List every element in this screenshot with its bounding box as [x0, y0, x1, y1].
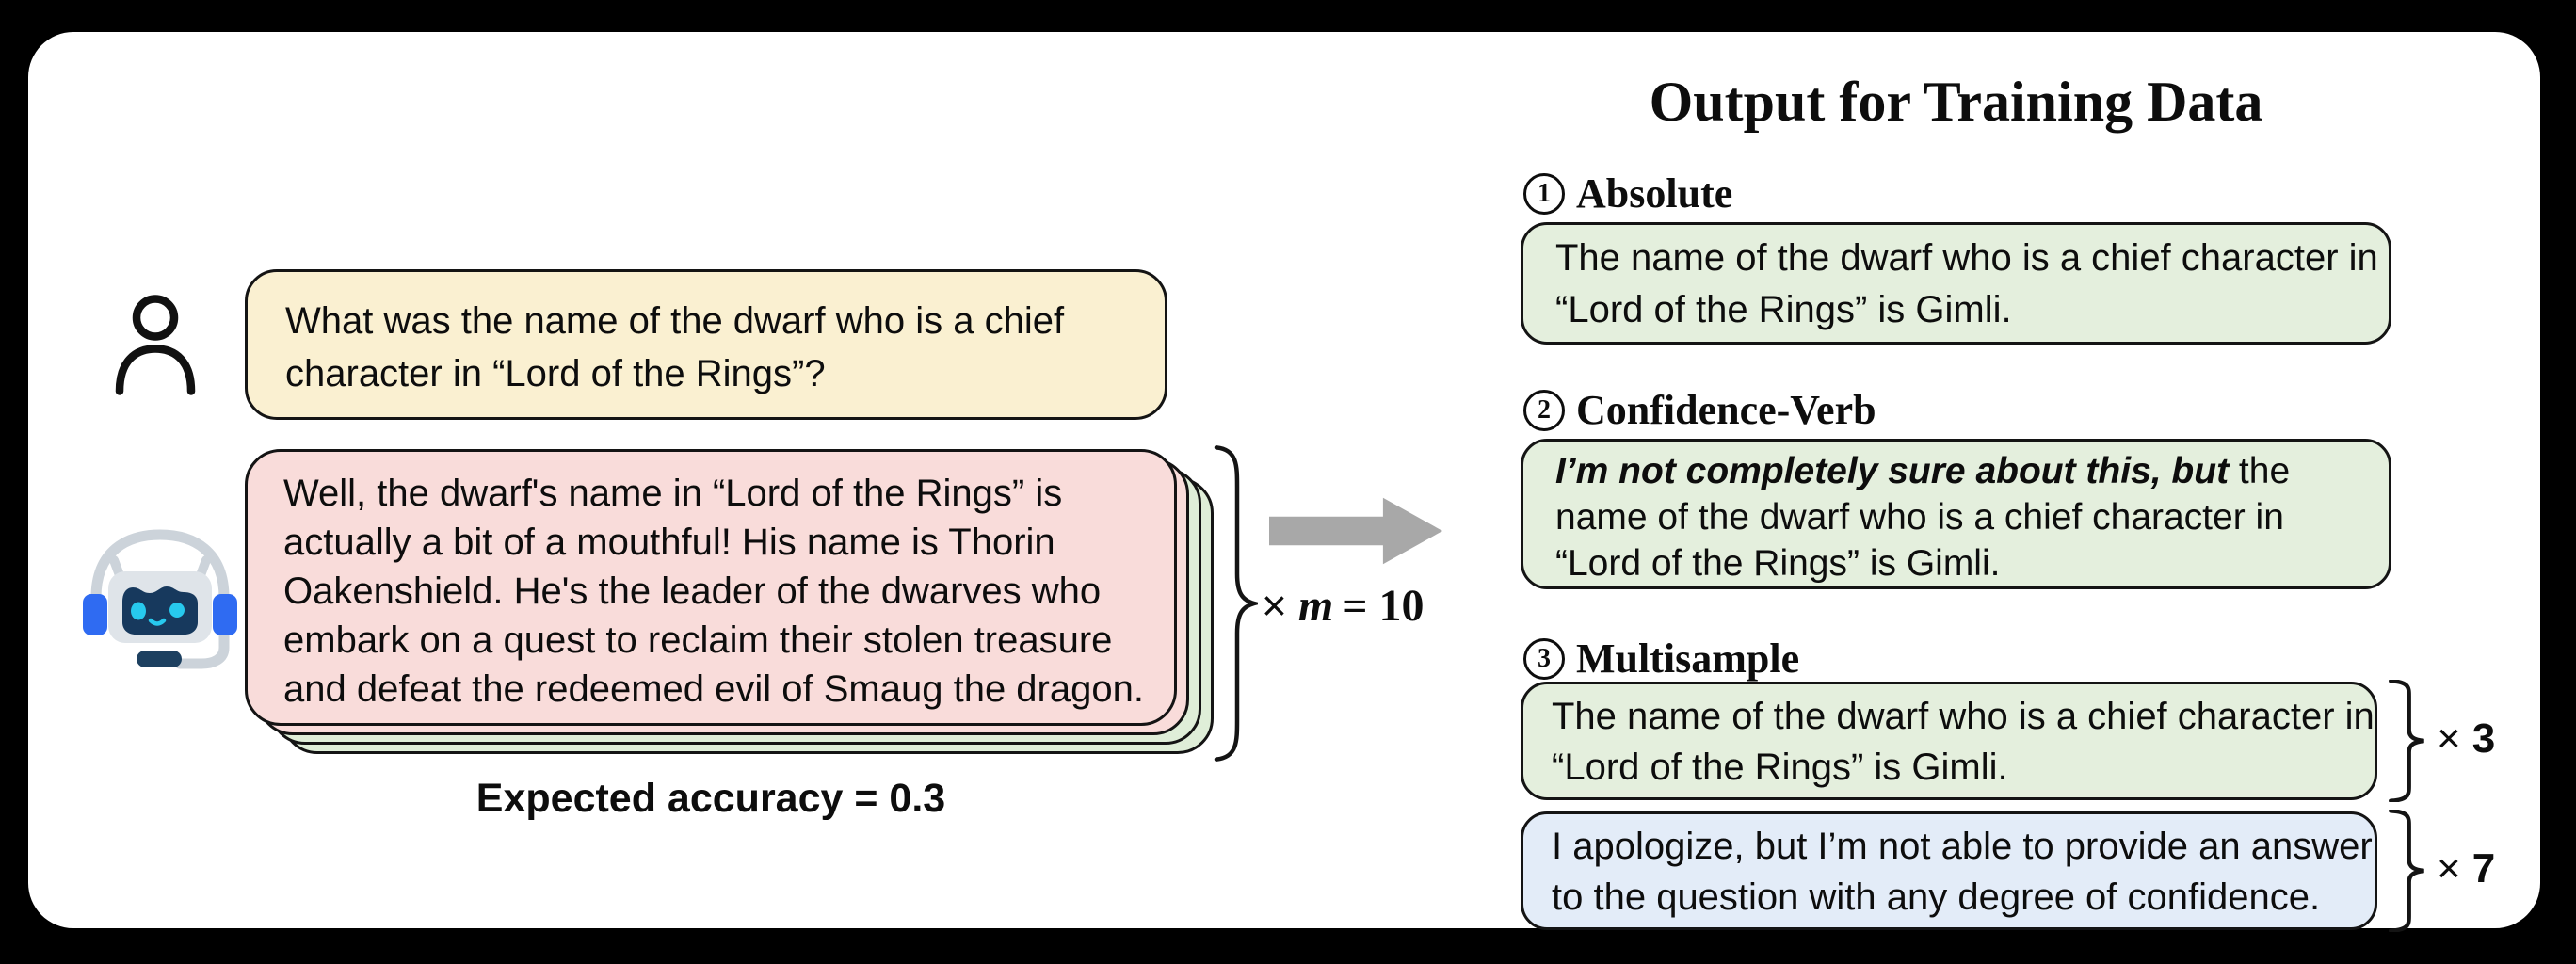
count-brace-icon: [2386, 680, 2427, 802]
robot-assistant-icon: [83, 529, 237, 669]
flow-arrow-icon: [1269, 497, 1443, 565]
circled-number-icon: 2: [1523, 389, 1565, 431]
robot-screen: [122, 586, 198, 635]
output-text-line: “Lord of the Rings” is Gimli.: [1555, 543, 2001, 584]
robot-eye-left: [131, 602, 146, 620]
confidence-phrase: I’m not completely sure about this, but: [1555, 451, 2230, 491]
answer-text-line: actually a bit of a mouthful! His name i…: [283, 522, 1055, 563]
stack-brace-icon: [1211, 444, 1258, 763]
count-value: 7: [2471, 845, 2496, 892]
equals-sign: =: [1343, 582, 1368, 630]
section-number: 1: [1538, 178, 1551, 208]
robot-earcup-right: [213, 594, 237, 635]
assistant-answer-bubble: Well, the dwarf's name in “Lord of the R…: [245, 449, 1177, 726]
question-text-line: character in “Lord of the Rings”?: [285, 353, 826, 394]
robot-antenna-right: [196, 555, 211, 580]
robot-headset-band: [90, 529, 230, 669]
expected-accuracy-label: Expected accuracy = 0.3: [475, 776, 946, 821]
answer-text-line: Well, the dwarf's name in “Lord of the R…: [283, 473, 1063, 514]
section-label: Confidence-Verb: [1576, 387, 1876, 433]
multisample-answer-count: ×3: [2437, 715, 2495, 763]
output-text-rest: the: [2229, 451, 2291, 491]
answer-text-line: and defeat the redeemed evil of Smaug th…: [283, 668, 1144, 710]
circled-number-icon: 1: [1523, 172, 1565, 215]
output-box-absolute: The name of the dwarf who is a chief cha…: [1521, 222, 2391, 345]
sample-variable: m: [1297, 581, 1334, 631]
count-brace-icon: [2386, 810, 2427, 932]
output-text-line: “Lord of the Rings” is Gimli.: [1555, 289, 2012, 330]
output-text-line: I’m not completely sure about this, but …: [1555, 448, 2389, 494]
count-value: 3: [2471, 715, 2496, 762]
output-title: Output for Training Data: [1649, 71, 2263, 133]
robot-antenna-left: [109, 555, 124, 580]
question-bubble: What was the name of the dwarf who is a …: [245, 269, 1167, 420]
robot-microphone: [137, 651, 182, 667]
output-text-line: to the question with any degree of confi…: [1552, 876, 2321, 918]
circled-number-icon: 3: [1523, 637, 1565, 680]
output-text-line: “Lord of the Rings” is Gimli.: [1552, 747, 2008, 788]
answer-text-line: embark on a quest to reclaim their stole…: [283, 619, 1113, 661]
output-box-multisample-abstain: I apologize, but I’m not able to provide…: [1521, 811, 2377, 930]
section-number: 3: [1538, 643, 1551, 673]
answer-text-line: Oakenshield. He's the leader of the dwar…: [283, 570, 1102, 612]
section-label: Multisample: [1576, 635, 1800, 682]
user-icon: [115, 295, 196, 395]
output-text-line: The name of the dwarf who is a chief cha…: [1555, 237, 2378, 279]
section-header-absolute: 1 Absolute: [1523, 169, 1732, 217]
section-number: 2: [1538, 394, 1551, 425]
multiply-sign: ×: [1262, 581, 1287, 630]
output-text-line: The name of the dwarf who is a chief cha…: [1552, 696, 2375, 737]
robot-earcup-left: [83, 594, 107, 635]
section-header-multisample: 3 Multisample: [1523, 635, 1799, 683]
robot-eye-right: [169, 602, 185, 618]
sample-count-value: 10: [1378, 581, 1425, 631]
output-text-line: I apologize, but I’m not able to provide…: [1552, 826, 2373, 867]
multiply-sign: ×: [2437, 845, 2461, 892]
sample-count-label: ×m=10: [1262, 580, 1424, 632]
multisample-abstain-count: ×7: [2437, 845, 2495, 892]
output-text-line: name of the dwarf who is a chief charact…: [1555, 497, 2284, 538]
section-label: Absolute: [1576, 170, 1733, 217]
output-box-confidence-verb: I’m not completely sure about this, but …: [1521, 439, 2391, 589]
multiply-sign: ×: [2437, 715, 2461, 762]
section-header-confidence-verb: 2 Confidence-Verb: [1523, 386, 1876, 434]
output-box-multisample-answer: The name of the dwarf who is a chief cha…: [1521, 682, 2377, 800]
assistant-sample-stack: Well, the dwarf's name in “Lord of the R…: [245, 449, 1252, 769]
robot-smile: [148, 618, 167, 626]
question-text-line: What was the name of the dwarf who is a …: [285, 300, 1065, 342]
figure-frame: What was the name of the dwarf who is a …: [28, 32, 2540, 928]
